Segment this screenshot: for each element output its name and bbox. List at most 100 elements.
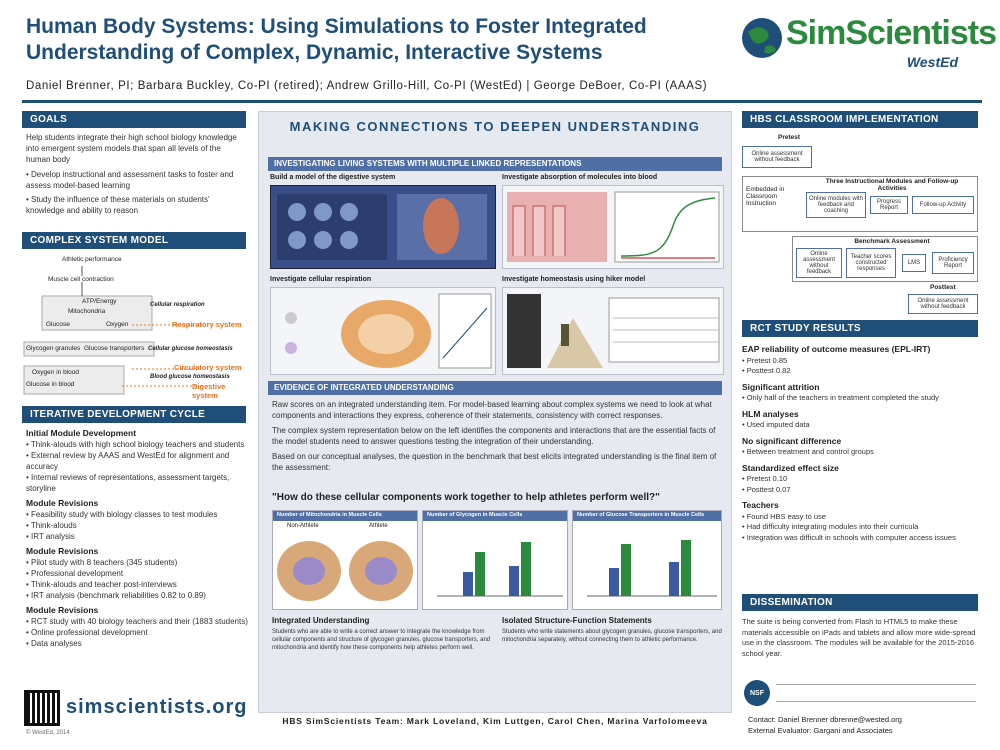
sim-screen — [502, 287, 724, 375]
copyright-date: © WestEd, 2014 — [26, 730, 70, 736]
group-item: Pilot study with 8 teachers (345 student… — [26, 557, 248, 568]
rct-title: EAP reliability of outcome measures (EPL… — [742, 344, 931, 354]
complex-system-diagram: Athletic performance Muscle cell contrac… — [22, 252, 252, 400]
evidence-para: Raw scores on an integrated understandin… — [272, 400, 712, 420]
thumb-label: Investigate absorption of molecules into… — [502, 174, 658, 181]
group-item: Feasibility study with biology classes t… — [26, 509, 248, 520]
thumb-label: Build a model of the digestive system — [270, 174, 396, 181]
three-modules-label: Three Instructional Modules and Follow-u… — [825, 178, 959, 192]
goals-intro: Help students integrate their high schoo… — [26, 133, 237, 164]
group-item: External review by AAAS and WestEd for a… — [26, 450, 248, 472]
rct-bullet: Posttest 0.82 — [742, 366, 978, 377]
bm-box: Teacher scores constructed responses — [846, 248, 896, 278]
simscientists-logo: SimScientists WestEd — [740, 14, 997, 76]
bm-box: LMS — [902, 254, 926, 272]
isolated-text: Students who write statements about glyc… — [502, 629, 722, 643]
rct-bullet: Found HBS easy to use — [742, 512, 978, 523]
label-blood-homeostasis: Blood glucose homeostasis — [150, 374, 230, 380]
complex-model-heading: COMPLEX SYSTEM MODEL — [22, 232, 246, 249]
rct-bullet: Pretest 0.85 — [742, 356, 978, 367]
integrated-title: Integrated Understanding — [272, 616, 370, 625]
title-line-2: Understanding of Complex, Dynamic, Inter… — [26, 41, 603, 64]
group-item: IRT analysis — [26, 531, 248, 542]
benchmark-frame — [792, 236, 978, 282]
contact-line: Contact: Daniel Brenner dbrenne@wested.o… — [748, 715, 902, 724]
evidence-para: Based on our conceptual analyses, the qu… — [272, 452, 717, 472]
progress-box: Progress Report — [870, 196, 908, 214]
panel-title: Number of Mitochondria in Muscle Cells — [273, 511, 417, 521]
dissemination-heading: DISSEMINATION — [742, 594, 978, 611]
header-divider — [22, 100, 982, 103]
node-glucose-blood: Glucose in blood — [26, 381, 75, 388]
group-item: Think-alouds — [26, 520, 248, 531]
embedded-label: Embedded in Classroom Instruction — [746, 186, 785, 207]
label-respiratory: Respiratory system — [172, 320, 242, 329]
rct-bullet: Between treatment and control groups — [742, 447, 978, 458]
label-cellular-homeostasis: Cellular glucose homeostasis — [148, 346, 233, 352]
rct-bullet: Posttest 0.07 — [742, 485, 978, 496]
label-cellular-respiration: Cellular respiration — [150, 302, 205, 308]
rct-title: Standardized effect size — [742, 462, 839, 473]
team-credits: HBS SimScientists Team: Mark Loveland, K… — [282, 716, 708, 726]
integrated-col: Integrated Understanding Students who ar… — [272, 616, 492, 652]
goals-bullet: Study the influence of these materials o… — [26, 194, 244, 216]
logo-wordmark: SimScientists — [786, 14, 997, 52]
label-non-athlete: Non-Athlete — [287, 523, 319, 529]
rct-bullet: Had difficulty integrating modules into … — [742, 522, 978, 533]
rct-title: Significant attrition — [742, 381, 820, 392]
node-muscle-contraction: Muscle cell contraction — [48, 276, 114, 283]
node-glucose: Glucose — [46, 321, 70, 328]
group-item: Think-alouds with high school biology te… — [26, 439, 248, 450]
system-model-svg — [23, 266, 202, 395]
pretest-box: Online assessment without feedback — [742, 146, 812, 168]
cell-comparison-graphic — [277, 541, 413, 601]
label-circulatory: Circulatory system — [174, 363, 242, 372]
panel-title: Number of Glycogen in Muscle Cells — [423, 511, 567, 521]
evidence-body: Raw scores on an integrated understandin… — [272, 400, 722, 473]
rct-bullet: Only half of the teachers in treatment c… — [742, 393, 978, 404]
contact-block: Contact: Daniel Brenner dbrenne@wested.o… — [748, 714, 902, 736]
poster-title: Human Body Systems: Using Simulations to… — [26, 14, 746, 66]
sub-heading-evidence: EVIDENCE OF INTEGRATED UNDERSTANDING — [268, 381, 722, 395]
bm-box: Online assessment without feedback — [796, 248, 842, 278]
posttest-label: Posttest — [930, 284, 956, 291]
iterative-body: Initial Module Development Think-alouds … — [26, 428, 248, 649]
rct-title: HLM analyses — [742, 408, 799, 419]
panel-title: Number of Glucose Transporters in Muscle… — [573, 511, 721, 521]
label-athlete: Athlete — [369, 523, 388, 529]
evidence-para: The complex system representation below … — [272, 426, 716, 446]
sim-screen — [502, 185, 724, 269]
wested-label: WestEd — [906, 54, 958, 70]
funding-note — [776, 684, 976, 702]
thumb-absorption: Investigate absorption of molecules into… — [502, 174, 724, 270]
qr-code — [24, 690, 60, 726]
group-title: Module Revisions — [26, 546, 99, 556]
respiration-sim-graphic — [285, 293, 492, 369]
bar-chart-1 — [437, 542, 563, 597]
followup-box: Follow-up Activity — [912, 196, 974, 214]
node-oxygen: Oxygen — [106, 321, 129, 328]
group-item: Online professional development — [26, 627, 248, 638]
authors: Daniel Brenner, PI; Barbara Buckley, Co-… — [26, 80, 708, 92]
pretest-label: Pretest — [778, 134, 801, 141]
goals-bullet: Develop instructional and assessment tas… — [26, 169, 244, 191]
classroom-flow: Pretest Online assessment without feedba… — [742, 130, 978, 315]
node-glycogen: Glycogen granules — [26, 345, 81, 352]
classroom-heading: HBS CLASSROOM IMPLEMENTATION — [742, 111, 978, 128]
cells-panel: Number of Mitochondria in Muscle Cells N… — [272, 510, 418, 610]
bar-panel-transporters: Number of Glucose Transporters in Muscle… — [572, 510, 722, 610]
modules-box: Online modules with feedback and coachin… — [806, 192, 866, 218]
embedded-frame — [742, 176, 978, 232]
node-mitochondria: Mitochondria — [68, 308, 106, 315]
goals-body: Help students integrate their high schoo… — [26, 132, 244, 216]
benchmark-question: "How do these cellular components work t… — [272, 492, 660, 503]
sim-screen — [270, 185, 496, 269]
thumb-label: Investigate homeostasis using hiker mode… — [502, 276, 646, 283]
group-item: Think-alouds and teacher post-interviews — [26, 579, 248, 590]
website-link[interactable]: simscientists.org — [66, 696, 248, 718]
rct-title: No significant difference — [742, 435, 842, 446]
integrated-text: Students who are able to write a correct… — [272, 629, 491, 651]
thumb-digestive: Build a model of the digestive system — [270, 174, 496, 270]
node-atp: ATP/Energy — [82, 298, 117, 305]
thumb-homeostasis: Investigate homeostasis using hiker mode… — [502, 276, 724, 376]
